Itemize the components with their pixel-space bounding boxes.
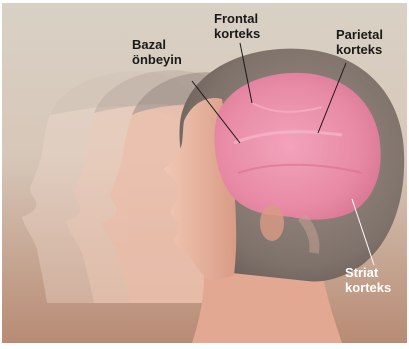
label-striat-korteks: Striat korteks: [345, 265, 391, 295]
brain: [214, 73, 380, 220]
brain-illustration: Bazal önbeyin Frontal korteks Parietal k…: [2, 3, 407, 343]
label-bazal-onbeyin: Bazal önbeyin: [132, 37, 182, 67]
label-frontal-korteks: Frontal korteks: [214, 11, 260, 41]
ear: [260, 205, 284, 241]
label-parietal-korteks: Parietal korteks: [336, 27, 383, 57]
